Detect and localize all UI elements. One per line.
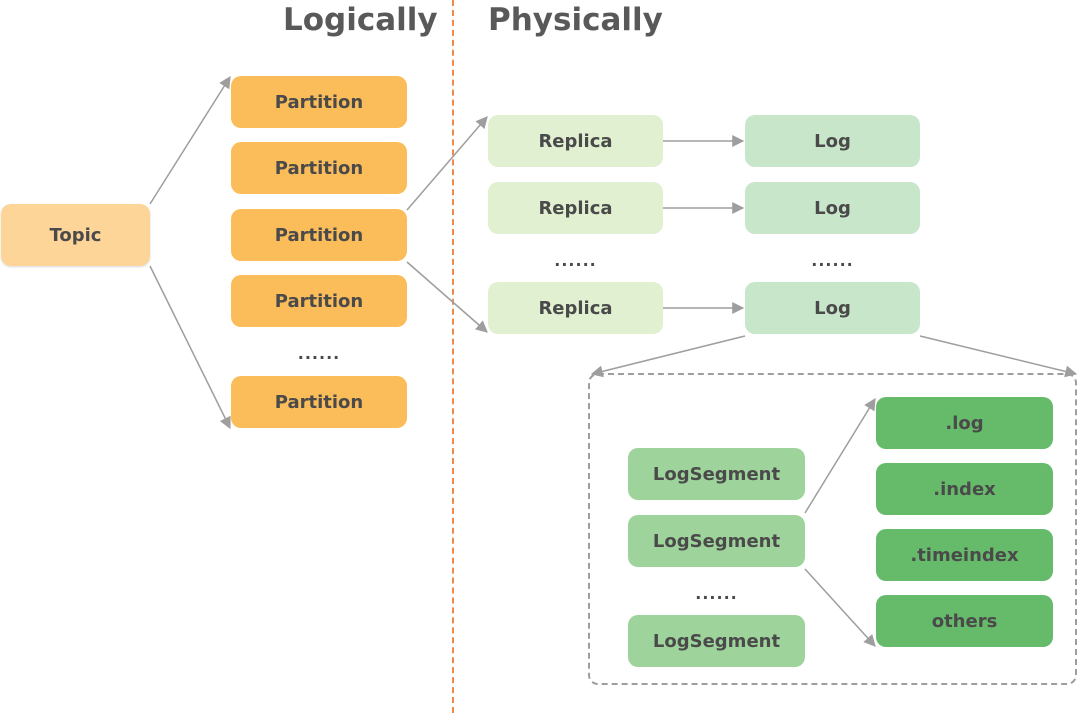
log-node-2: Log (745, 182, 920, 234)
physically-heading: Physically (488, 2, 663, 38)
arrow-partition-to-last-replica (406, 261, 488, 333)
topic-node: Topic (1, 204, 150, 266)
log-segment-node-3: LogSegment (628, 615, 805, 667)
partition-node-1: Partition (231, 76, 407, 128)
log-node-1: Log (745, 115, 920, 167)
file-node-index: .index (876, 463, 1053, 515)
partition-node-5: Partition (231, 376, 407, 428)
file-node-timeindex: .timeindex (876, 529, 1053, 581)
log-segment-ellipsis: ...... (695, 584, 738, 603)
logical-physical-divider (452, 0, 454, 713)
replica-node-2: Replica (488, 182, 663, 234)
log-segment-node-1: LogSegment (628, 448, 805, 500)
replica-ellipsis: ...... (554, 251, 597, 270)
logically-heading: Logically (283, 2, 438, 38)
partition-node-4: Partition (231, 275, 407, 327)
replica-node-3: Replica (488, 282, 663, 334)
arrow-log-to-detail-right (919, 335, 1078, 378)
partition-node-2: Partition (231, 142, 407, 194)
arrow-log-to-detail-left (590, 335, 746, 378)
file-node-others: others (876, 595, 1053, 647)
arrow-partition-to-first-replica (406, 116, 488, 211)
arrow-topic-to-first-partition (149, 75, 231, 205)
file-node-log: .log (876, 397, 1053, 449)
log-ellipsis: ...... (811, 251, 854, 270)
log-segment-detail-box (588, 373, 1077, 685)
arrow-segment-to-log-file (804, 397, 876, 514)
arrow-topic-to-last-partition (149, 265, 231, 430)
partition-ellipsis: ...... (297, 344, 341, 363)
replica-node-1: Replica (488, 115, 663, 167)
log-segment-node-2: LogSegment (628, 515, 805, 567)
partition-node-3: Partition (231, 209, 407, 261)
log-node-3: Log (745, 282, 920, 334)
arrow-segment-to-others-file (804, 568, 876, 647)
